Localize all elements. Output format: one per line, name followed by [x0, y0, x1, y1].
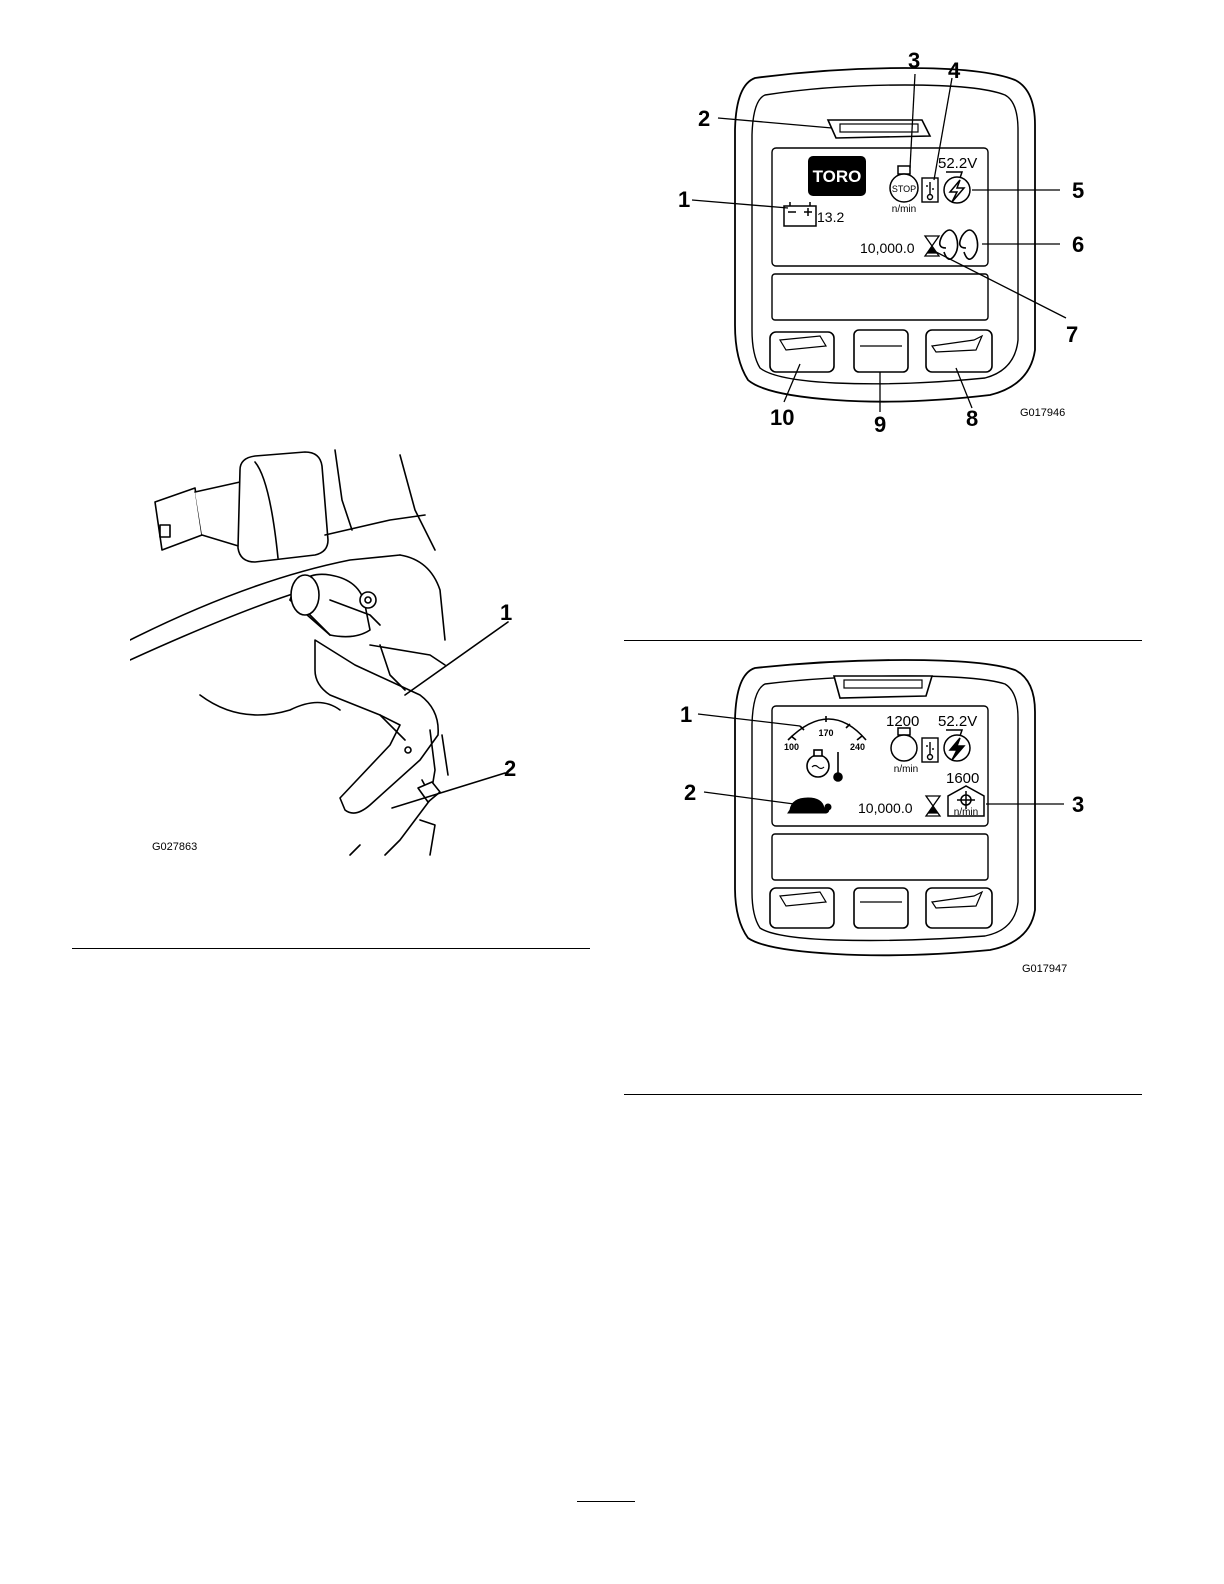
display1-callout-10: 10 [770, 405, 794, 430]
display1-callout-5: 5 [1072, 178, 1084, 203]
page-footer-rule [577, 1501, 635, 1502]
display1-callout-3: 3 [908, 48, 920, 73]
engine-rpm-unit: n/min [892, 204, 916, 215]
pto-rpm-value: 1600 [946, 770, 979, 787]
hour-meter-value: 10,000.0 [858, 800, 913, 816]
gauge-tick-240: 240 [850, 742, 865, 752]
display1-figure-code: G017946 [1020, 407, 1065, 419]
center-button[interactable] [854, 330, 908, 372]
battery-voltage: 13.2 [817, 209, 844, 225]
divider-right-1 [624, 640, 1142, 641]
infocenter-display-figure-1: TORO 13.2 STOP n/min 52.2V [660, 40, 1100, 440]
seat-lever-figure: 1 2 G027863 [130, 440, 590, 870]
display1-callout-8: 8 [966, 406, 978, 431]
divider-left [72, 948, 590, 949]
display1-callout-1: 1 [678, 187, 690, 212]
seat-callout-1: 1 [500, 600, 512, 625]
display1-callout-2: 2 [698, 106, 710, 131]
seat-lever-illustration: 1 2 G027863 [130, 440, 590, 870]
left-button[interactable] [770, 888, 834, 928]
display2-callout-3: 3 [1072, 792, 1084, 817]
infocenter-display-figure-2: 100 170 240 1200 n/min 52.2V [660, 650, 1100, 990]
right-button[interactable] [926, 330, 992, 372]
figure-code: G027863 [152, 841, 197, 853]
system-voltage: 52.2V [938, 155, 977, 172]
pto-rpm-unit: n/min [954, 807, 978, 818]
infocenter-display-1: TORO 13.2 STOP n/min 52.2V [660, 40, 1100, 440]
display1-callout-4: 4 [948, 58, 961, 83]
center-button[interactable] [854, 888, 908, 928]
display2-callout-2: 2 [684, 780, 696, 805]
gauge-tick-170: 170 [818, 728, 833, 738]
coolant-temperature-icon [922, 178, 938, 202]
engine-rpm-unit: n/min [894, 764, 918, 775]
display1-callout-6: 6 [1072, 232, 1084, 257]
system-voltage: 52.2V [938, 713, 977, 730]
display2-callout-1: 1 [680, 702, 692, 727]
hour-meter-value: 10,000.0 [860, 240, 915, 256]
divider-right-2 [624, 1094, 1142, 1095]
engine-stop-label: STOP [892, 184, 916, 194]
infocenter-display-2: 100 170 240 1200 n/min 52.2V [660, 650, 1100, 990]
gauge-tick-100: 100 [784, 742, 799, 752]
left-button[interactable] [770, 332, 834, 372]
toro-logo-text: TORO [813, 167, 862, 186]
right-button[interactable] [926, 888, 992, 928]
display1-callout-7: 7 [1066, 322, 1078, 347]
display1-callout-9: 9 [874, 412, 886, 437]
display2-figure-code: G017947 [1022, 963, 1067, 975]
coolant-temperature-icon [922, 738, 938, 762]
seat-callout-2: 2 [504, 756, 516, 781]
